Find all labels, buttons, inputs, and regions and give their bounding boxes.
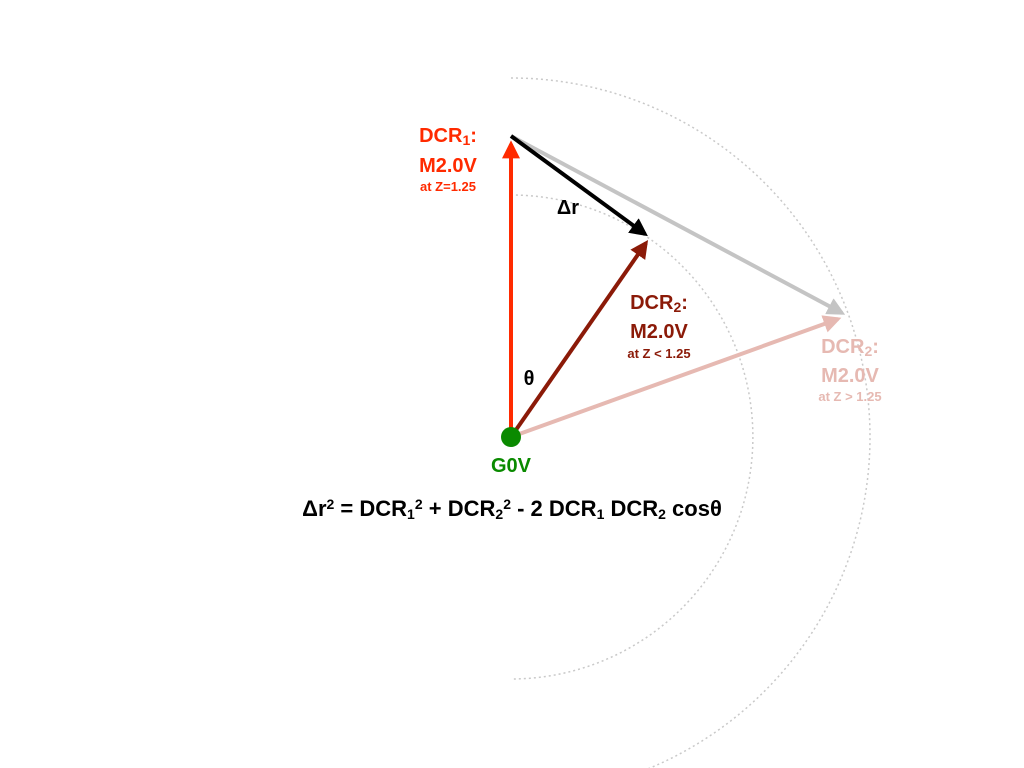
- dcr2-low-vector: [509, 240, 649, 439]
- filled-circle-icon: [501, 427, 521, 447]
- dcr2-high-vector: [510, 315, 842, 439]
- svg-text:DCR2:: DCR2:: [821, 336, 879, 359]
- svg-text:M2.0V: M2.0V: [419, 155, 477, 177]
- svg-text:M2.0V: M2.0V: [821, 365, 879, 387]
- delta-r-vector: [509, 134, 648, 237]
- svg-text:DCR1:: DCR1:: [419, 125, 477, 148]
- svg-text:at Z > 1.25: at Z > 1.25: [818, 389, 881, 404]
- dcr2-high-label: DCR2: M2.0V at Z > 1.25: [818, 336, 881, 404]
- law-of-cosines-formula: Δr2 = DCR12 + DCR22 - 2 DCR1 DCR2 cosθ: [302, 496, 722, 522]
- delta-r-high-vector: [510, 134, 846, 315]
- svg-text:at Z=1.25: at Z=1.25: [420, 179, 476, 194]
- delta-r-label: Δr: [557, 197, 579, 219]
- svg-text:DCR2:: DCR2:: [630, 292, 688, 315]
- dcr1-label: DCR1: M2.0V at Z=1.25: [419, 125, 477, 194]
- dcr2-low-label: DCR2: M2.0V at Z < 1.25: [627, 292, 690, 361]
- theta-label: θ: [524, 368, 535, 390]
- star-label: G0V: [491, 455, 532, 477]
- inner-arc: [510, 194, 754, 680]
- outer-arc: [510, 77, 871, 768]
- svg-text:at Z < 1.25: at Z < 1.25: [627, 346, 690, 361]
- svg-text:M2.0V: M2.0V: [630, 321, 688, 343]
